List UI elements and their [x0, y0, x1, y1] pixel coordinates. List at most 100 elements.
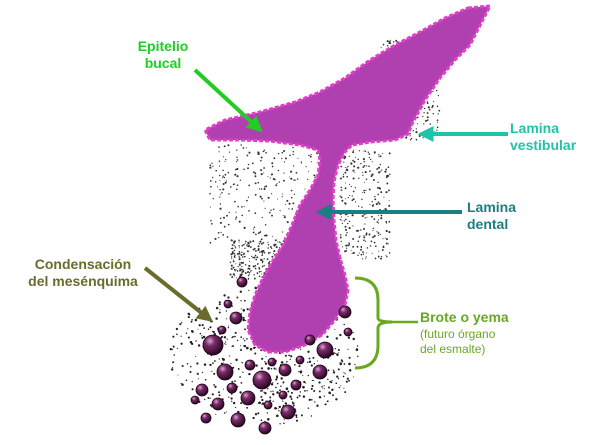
stipple-dot	[213, 198, 214, 199]
stipple-dot	[281, 158, 282, 159]
stipple-dot	[353, 377, 354, 378]
label-condensacion-line1: Condensación	[8, 256, 158, 273]
stipple-dot	[244, 227, 246, 229]
stipple-dot	[301, 162, 302, 163]
stipple-dot	[212, 393, 214, 395]
stipple-dot	[410, 135, 411, 136]
stipple-dot	[257, 151, 259, 153]
stipple-dot	[311, 399, 313, 401]
stipple-dot	[345, 234, 347, 236]
stipple-dot	[385, 238, 386, 239]
stipple-dot	[246, 244, 248, 246]
stipple-dot	[378, 156, 379, 157]
stipple-dot	[265, 363, 267, 365]
stipple-dot	[341, 189, 343, 191]
stipple-dot	[355, 157, 356, 158]
stipple-dot	[333, 369, 335, 371]
stipple-dot	[358, 241, 360, 243]
stipple-dot	[345, 203, 347, 205]
stipple-dot	[308, 407, 310, 409]
stipple-dot	[257, 263, 258, 264]
stipple-dot	[275, 379, 277, 381]
stipple-dot	[234, 269, 235, 270]
mesenchyme-cell	[227, 383, 237, 393]
stipple-dot	[380, 215, 382, 217]
stipple-dot	[265, 185, 267, 187]
stipple-dot	[181, 322, 182, 323]
stipple-dot	[364, 165, 366, 167]
stipple-dot	[380, 191, 382, 193]
stipple-dot	[386, 175, 388, 177]
stipple-dot	[360, 163, 361, 164]
stipple-dot	[349, 195, 350, 196]
stipple-dot	[230, 363, 231, 364]
stipple-dot	[254, 352, 256, 354]
stipple-dot	[240, 402, 242, 404]
stipple-dot	[249, 268, 251, 270]
stipple-dot	[215, 414, 216, 415]
stipple-dot	[293, 179, 294, 180]
stipple-dot	[261, 157, 263, 159]
stipple-dot	[172, 361, 174, 363]
stipple-dot	[380, 155, 382, 157]
stipple-dot	[267, 367, 270, 370]
stipple-dot	[250, 246, 252, 248]
label-epitelio-bucal: Epitelio bucal	[128, 38, 198, 72]
stipple-dot	[171, 368, 173, 370]
stipple-dot	[386, 242, 388, 244]
stipple-dot	[241, 382, 243, 384]
stipple-dot	[252, 163, 254, 165]
stipple-dot	[255, 347, 256, 348]
stipple-dot	[203, 327, 205, 329]
stipple-dot	[291, 190, 293, 192]
stipple-dot	[386, 230, 388, 232]
stipple-dot	[282, 152, 284, 154]
stipple-dot	[272, 166, 274, 168]
stipple-dot	[238, 206, 239, 207]
stipple-dot	[427, 116, 429, 118]
label-brote-title: Brote o yema	[420, 309, 540, 326]
stipple-dot	[335, 353, 336, 354]
stipple-dot	[342, 246, 343, 247]
stipple-dot	[389, 41, 391, 43]
stipple-dot	[298, 365, 300, 367]
stipple-dot	[380, 258, 382, 260]
stipple-dot	[309, 399, 311, 401]
stipple-dot	[220, 203, 221, 204]
stipple-dot	[238, 245, 239, 246]
stipple-dot	[294, 194, 295, 195]
stipple-dot	[343, 174, 344, 175]
stipple-dot	[291, 392, 293, 394]
stipple-dot	[274, 368, 276, 370]
stipple-dot	[257, 272, 259, 274]
stipple-dot	[263, 151, 264, 152]
stipple-dot	[230, 262, 231, 263]
stipple-dot	[302, 375, 303, 376]
stipple-dot	[355, 201, 356, 202]
stipple-dot	[255, 265, 257, 267]
stipple-dot	[176, 333, 178, 335]
stipple-dot	[271, 368, 273, 370]
stipple-dot	[231, 381, 233, 383]
stipple-dot	[186, 332, 188, 334]
stipple-dot	[430, 123, 432, 125]
stipple-dot	[388, 166, 390, 168]
stipple-dot	[338, 368, 340, 370]
stipple-dot	[344, 391, 346, 393]
stipple-dot	[216, 307, 218, 309]
stipple-dot	[343, 161, 344, 162]
stipple-dot	[359, 253, 360, 254]
stipple-dot	[372, 253, 373, 254]
stipple-dot	[210, 398, 211, 399]
stipple-dot	[287, 221, 289, 223]
stipple-dot	[417, 123, 418, 124]
stipple-dot	[254, 257, 256, 259]
stipple-dot	[352, 170, 354, 172]
stipple-dot	[363, 235, 364, 236]
stipple-dot	[176, 328, 178, 330]
mesenchyme-cell	[191, 396, 199, 404]
stipple-dot	[242, 269, 243, 270]
stipple-dot	[405, 137, 407, 139]
stipple-dot	[212, 362, 214, 364]
stipple-dot	[312, 357, 314, 359]
